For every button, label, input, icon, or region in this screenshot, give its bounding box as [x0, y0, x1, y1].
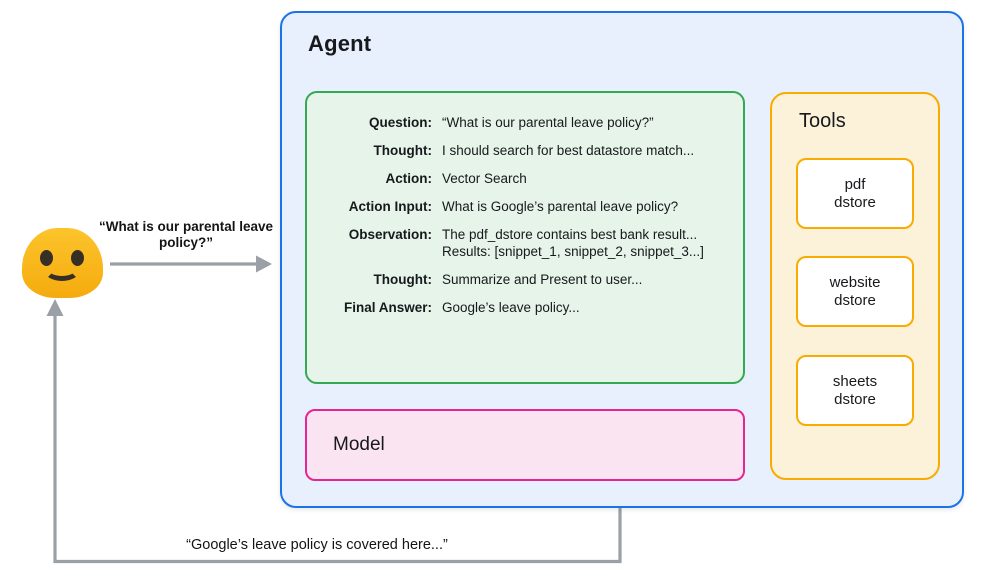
tool-label-line: pdf	[844, 176, 866, 193]
model-box: Model	[305, 409, 745, 481]
emoji-smile	[44, 259, 80, 281]
tools-panel: Tools pdf dstore website dstore sheets d…	[770, 92, 940, 480]
tool-pdf-dstore: pdf dstore	[796, 158, 914, 229]
trace-value: Vector Search	[442, 171, 527, 186]
trace-value: I should search for best datastore match…	[442, 143, 695, 158]
observation-line-1: The pdf_dstore contains best bank result…	[442, 227, 698, 242]
trace-value: Summarize and Present to user...	[442, 272, 643, 287]
trace-label: Thought:	[373, 272, 432, 287]
tool-website-dstore: website dstore	[796, 256, 914, 327]
trace-label: Action Input:	[348, 199, 432, 214]
tools-title: Tools	[799, 110, 846, 132]
trace-value: What is Google’s parental leave policy?	[442, 199, 679, 214]
trace-value: The pdf_dstore contains best bank result…	[442, 226, 735, 260]
tool-label-line: sheets	[832, 373, 878, 390]
trace-value: “What is our parental leave policy?”	[442, 115, 654, 130]
observation-line-2: Results: [snippet_1, snippet_2, snippet_…	[442, 244, 704, 259]
trace-label: Final Answer:	[343, 300, 432, 315]
react-trace-box: Question: “What is our parental leave po…	[305, 91, 745, 384]
tool-sheets-dstore: sheets dstore	[796, 355, 914, 426]
react-trace-grid: Question: “What is our parental leave po…	[313, 114, 735, 316]
trace-label: Question:	[369, 115, 432, 130]
tool-label-line: website	[829, 274, 881, 291]
agent-container: Agent Question: “What is our parental le…	[280, 11, 964, 508]
user-question-caption: “What is our parental leave policy?”	[98, 219, 274, 250]
tool-label-line: dstore	[834, 193, 876, 211]
return-to-user-arrowhead-icon	[46, 299, 64, 316]
agent-to-user-return-line	[53, 313, 622, 564]
trace-value: Google’s leave policy...	[442, 300, 580, 315]
trace-label: Action:	[385, 171, 433, 186]
agent-title: Agent	[308, 31, 372, 56]
trace-label: Thought:	[373, 143, 432, 158]
agent-answer-caption: “Google’s leave policy is covered here..…	[186, 537, 448, 553]
model-label: Model	[333, 434, 385, 455]
trace-label: Observation:	[348, 227, 432, 242]
tool-label-line: dstore	[834, 390, 876, 408]
user-to-agent-arrowhead-icon	[256, 255, 272, 273]
user-smiley-emoji-icon	[22, 228, 103, 298]
tool-label-line: dstore	[834, 291, 876, 309]
